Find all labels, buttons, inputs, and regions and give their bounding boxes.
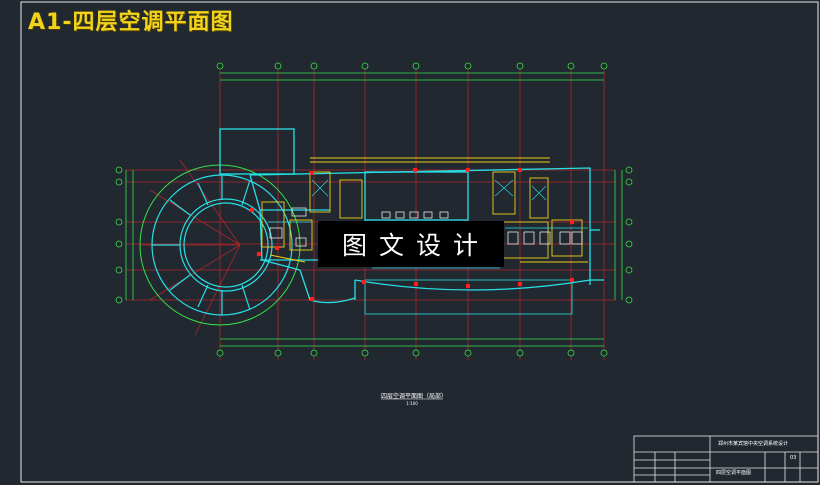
- circular-wing: [139, 164, 301, 326]
- drawing-title: A1-四层空调平面图: [28, 10, 234, 35]
- cores-and-partitions: [261, 157, 588, 263]
- plan-scale: 1:100: [406, 401, 418, 406]
- elevator-marks: [311, 179, 547, 201]
- title-block-sheet-no: 03: [790, 455, 797, 461]
- title-block-project: 郑州市某宾馆中央空调系统设计: [718, 441, 789, 447]
- plan-caption: 四层空调平面图（局部）: [381, 393, 448, 400]
- title-block: [633, 435, 819, 483]
- grid-axis-lines: [126, 70, 615, 360]
- hvac-equipment: [268, 207, 588, 269]
- columns: [250, 168, 574, 301]
- dimension-lines: [125, 72, 623, 347]
- watermark-label: 图文设计: [318, 221, 504, 267]
- drawing-frame: [20, 1, 819, 483]
- title-block-sheet-name: 四层空调平面图: [716, 470, 752, 476]
- axis-bubbles: [115, 62, 633, 357]
